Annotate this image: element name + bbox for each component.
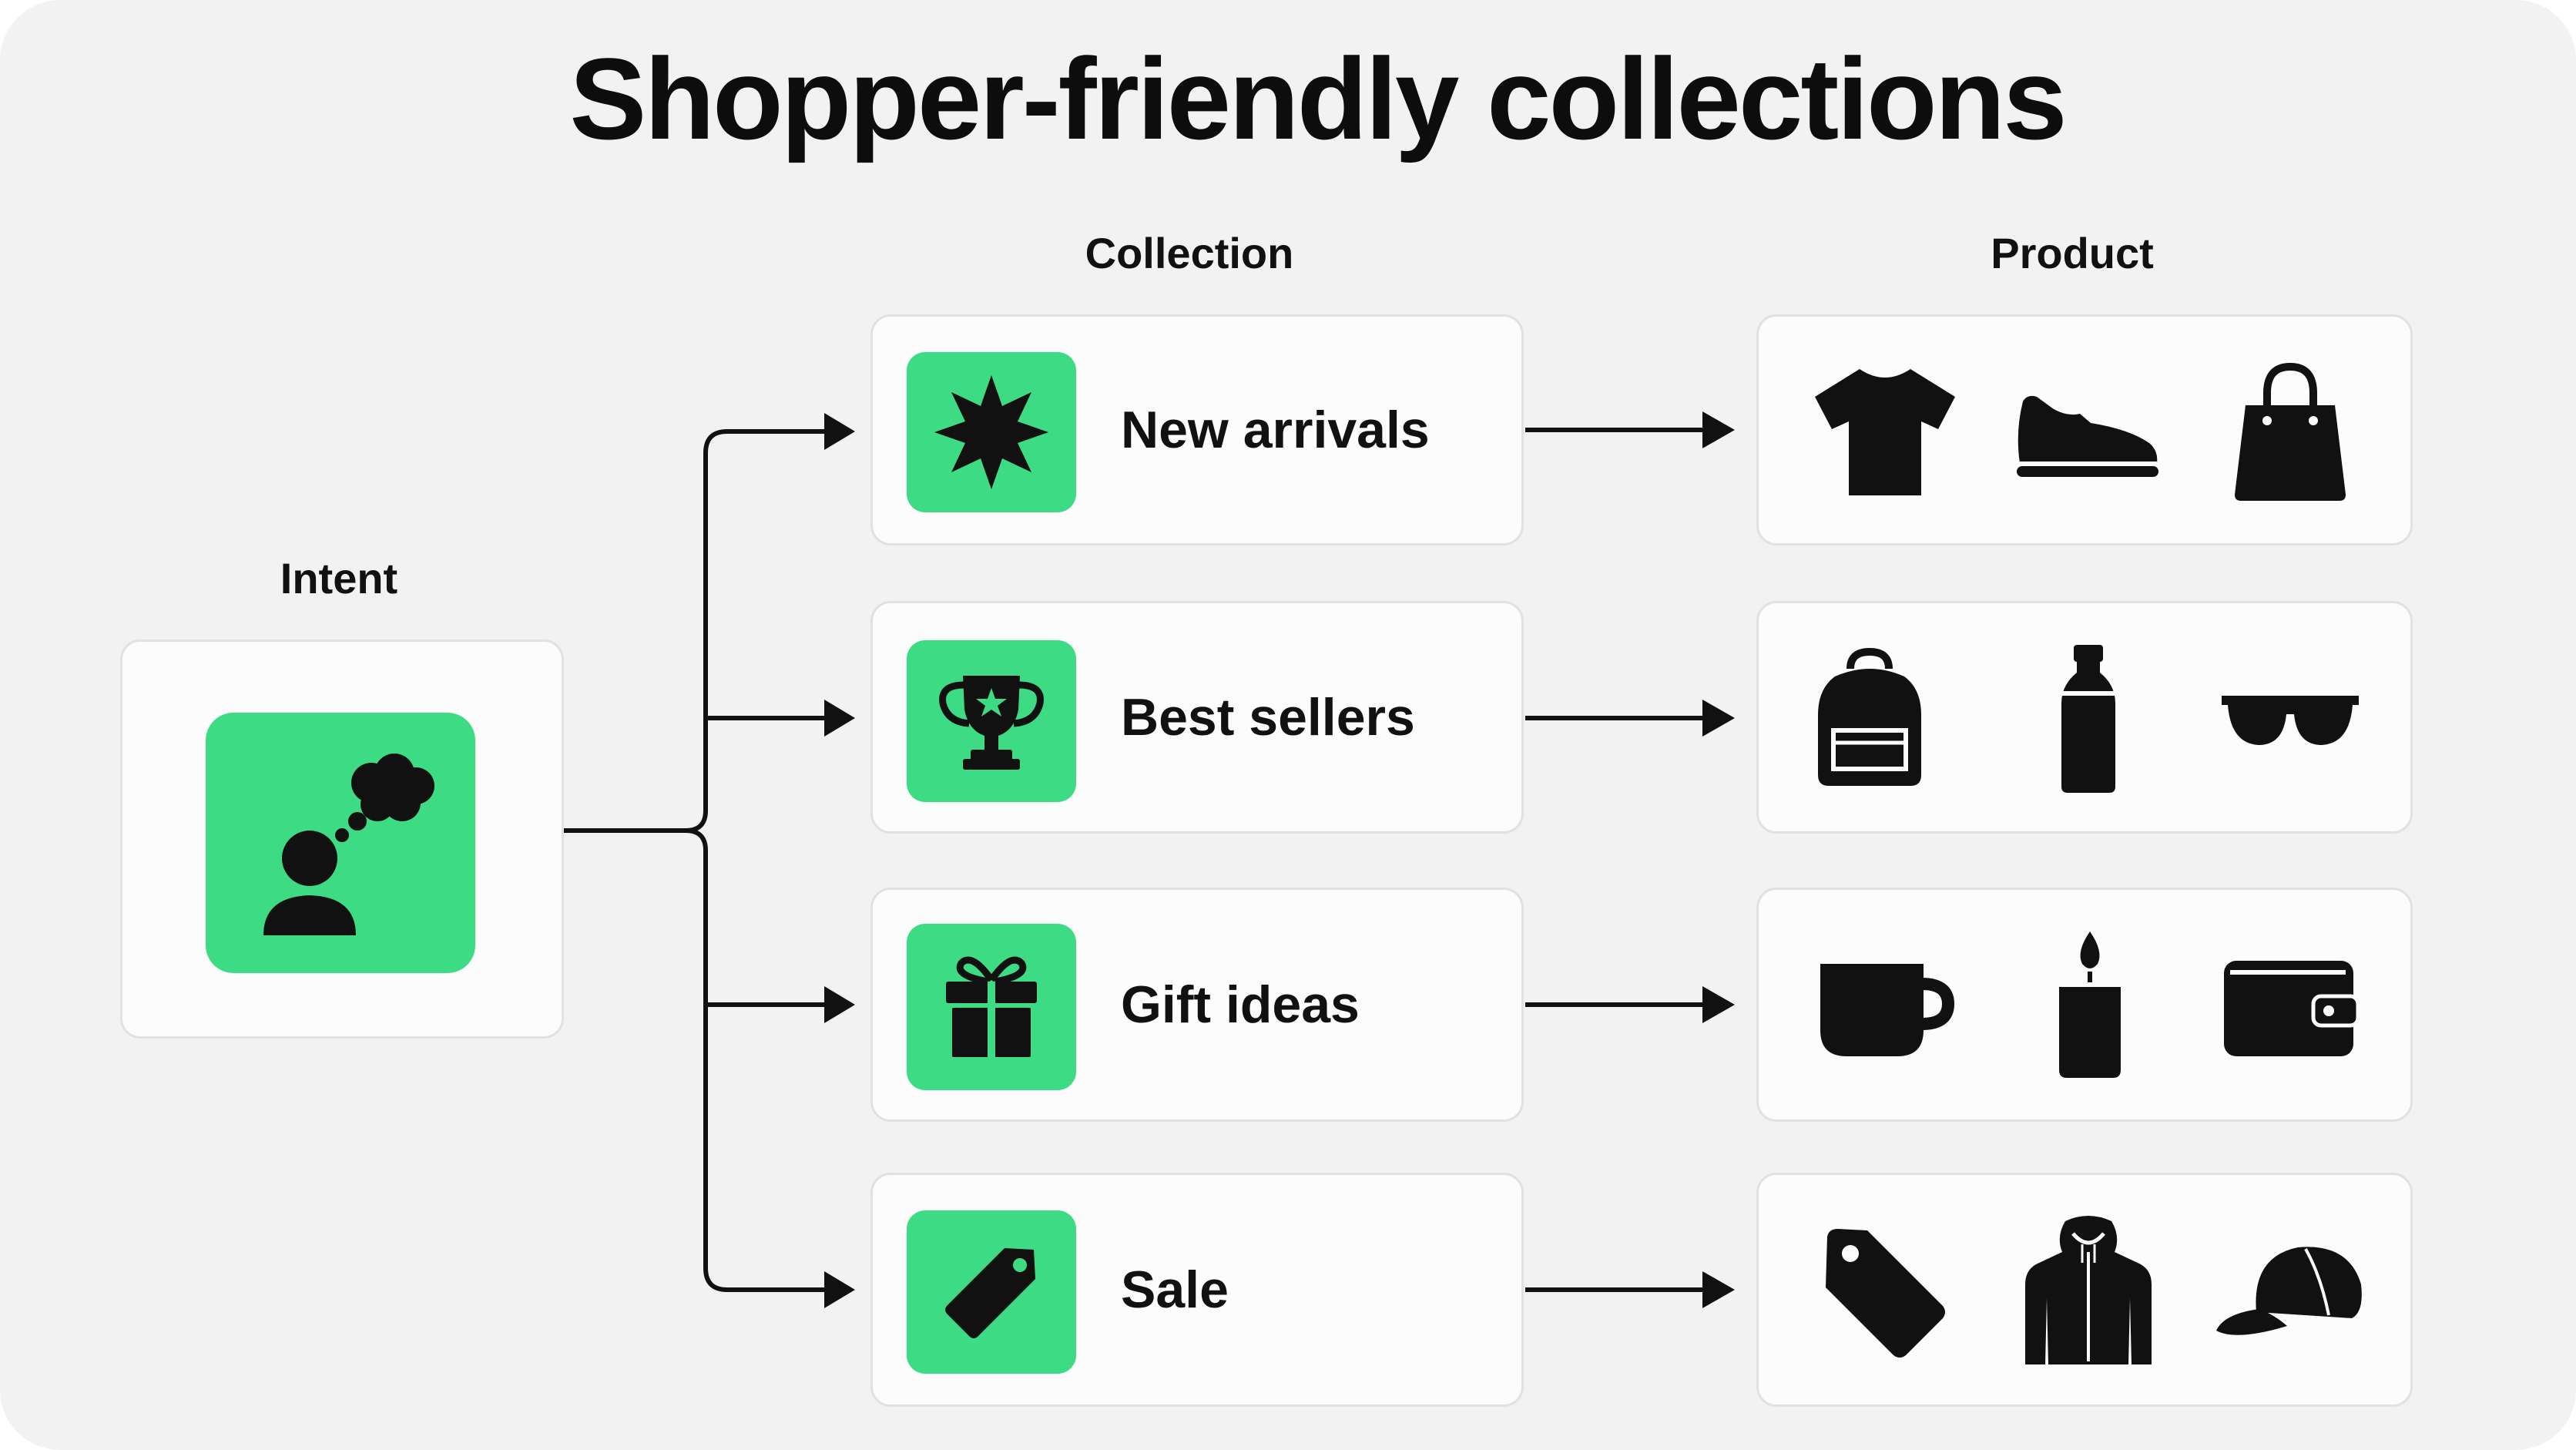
collection-card-sale[interactable]: Sale <box>870 1173 1524 1407</box>
trophy-icon <box>939 676 1044 770</box>
collection-label-gift-ideas: Gift ideas <box>1121 975 1360 1034</box>
person-thinking-icon <box>263 754 434 935</box>
wallet-icon[interactable] <box>2213 930 2367 1084</box>
collection-tile <box>907 352 1076 512</box>
page-title: Shopper-friendly collections <box>569 34 2067 163</box>
collection-tile <box>907 640 1076 802</box>
arrowhead <box>1702 411 1735 448</box>
candle-icon[interactable] <box>2013 928 2167 1082</box>
sneaker-icon[interactable] <box>2010 355 2164 509</box>
mug-icon[interactable] <box>1808 930 1962 1084</box>
arrowhead <box>824 700 855 737</box>
collection-tile <box>907 924 1076 1090</box>
hoodie-icon[interactable] <box>2011 1213 2165 1368</box>
t-shirt-icon[interactable] <box>1808 355 1962 509</box>
starburst-icon <box>934 375 1048 489</box>
product-card-new-arrivals <box>1756 314 2413 545</box>
connector-branch-4 <box>703 851 832 1292</box>
collection-label-new-arrivals: New arrivals <box>1121 401 1430 459</box>
connector-branch-3 <box>685 828 832 1007</box>
water-bottle-icon[interactable] <box>2011 642 2165 796</box>
arrowhead <box>1702 986 1735 1023</box>
backpack-icon[interactable] <box>1793 642 1947 796</box>
arrowhead <box>824 986 855 1023</box>
collection-card-best-sellers[interactable]: Best sellers <box>870 601 1524 834</box>
arrowhead <box>824 413 855 450</box>
column-header-intent: Intent <box>280 554 398 602</box>
column-header-product: Product <box>1991 229 2154 277</box>
arrowhead <box>1702 700 1735 737</box>
sunglasses-icon[interactable] <box>2213 642 2367 796</box>
cap-icon[interactable] <box>2213 1215 2367 1369</box>
collection-card-new-arrivals[interactable]: New arrivals <box>870 314 1524 545</box>
connector-trunk <box>562 429 832 833</box>
product-card-gift-ideas <box>1756 888 2413 1122</box>
intent-tile <box>206 713 475 973</box>
product-card-sale <box>1756 1173 2413 1407</box>
column-header-collection: Collection <box>1085 229 1294 277</box>
handbag-icon[interactable] <box>2213 355 2367 509</box>
price-tag-icon <box>945 1248 1035 1338</box>
intent-card <box>120 639 564 1039</box>
gift-icon <box>946 956 1037 1057</box>
collection-tile <box>907 1210 1076 1374</box>
collection-label-sale: Sale <box>1121 1260 1229 1319</box>
arrowhead <box>1702 1271 1735 1308</box>
collection-label-best-sellers: Best sellers <box>1121 688 1415 747</box>
collection-card-gift-ideas[interactable]: Gift ideas <box>870 888 1524 1122</box>
arrowhead <box>824 1271 855 1308</box>
price-tag-icon[interactable] <box>1808 1215 1962 1369</box>
product-card-best-sellers <box>1756 601 2413 834</box>
